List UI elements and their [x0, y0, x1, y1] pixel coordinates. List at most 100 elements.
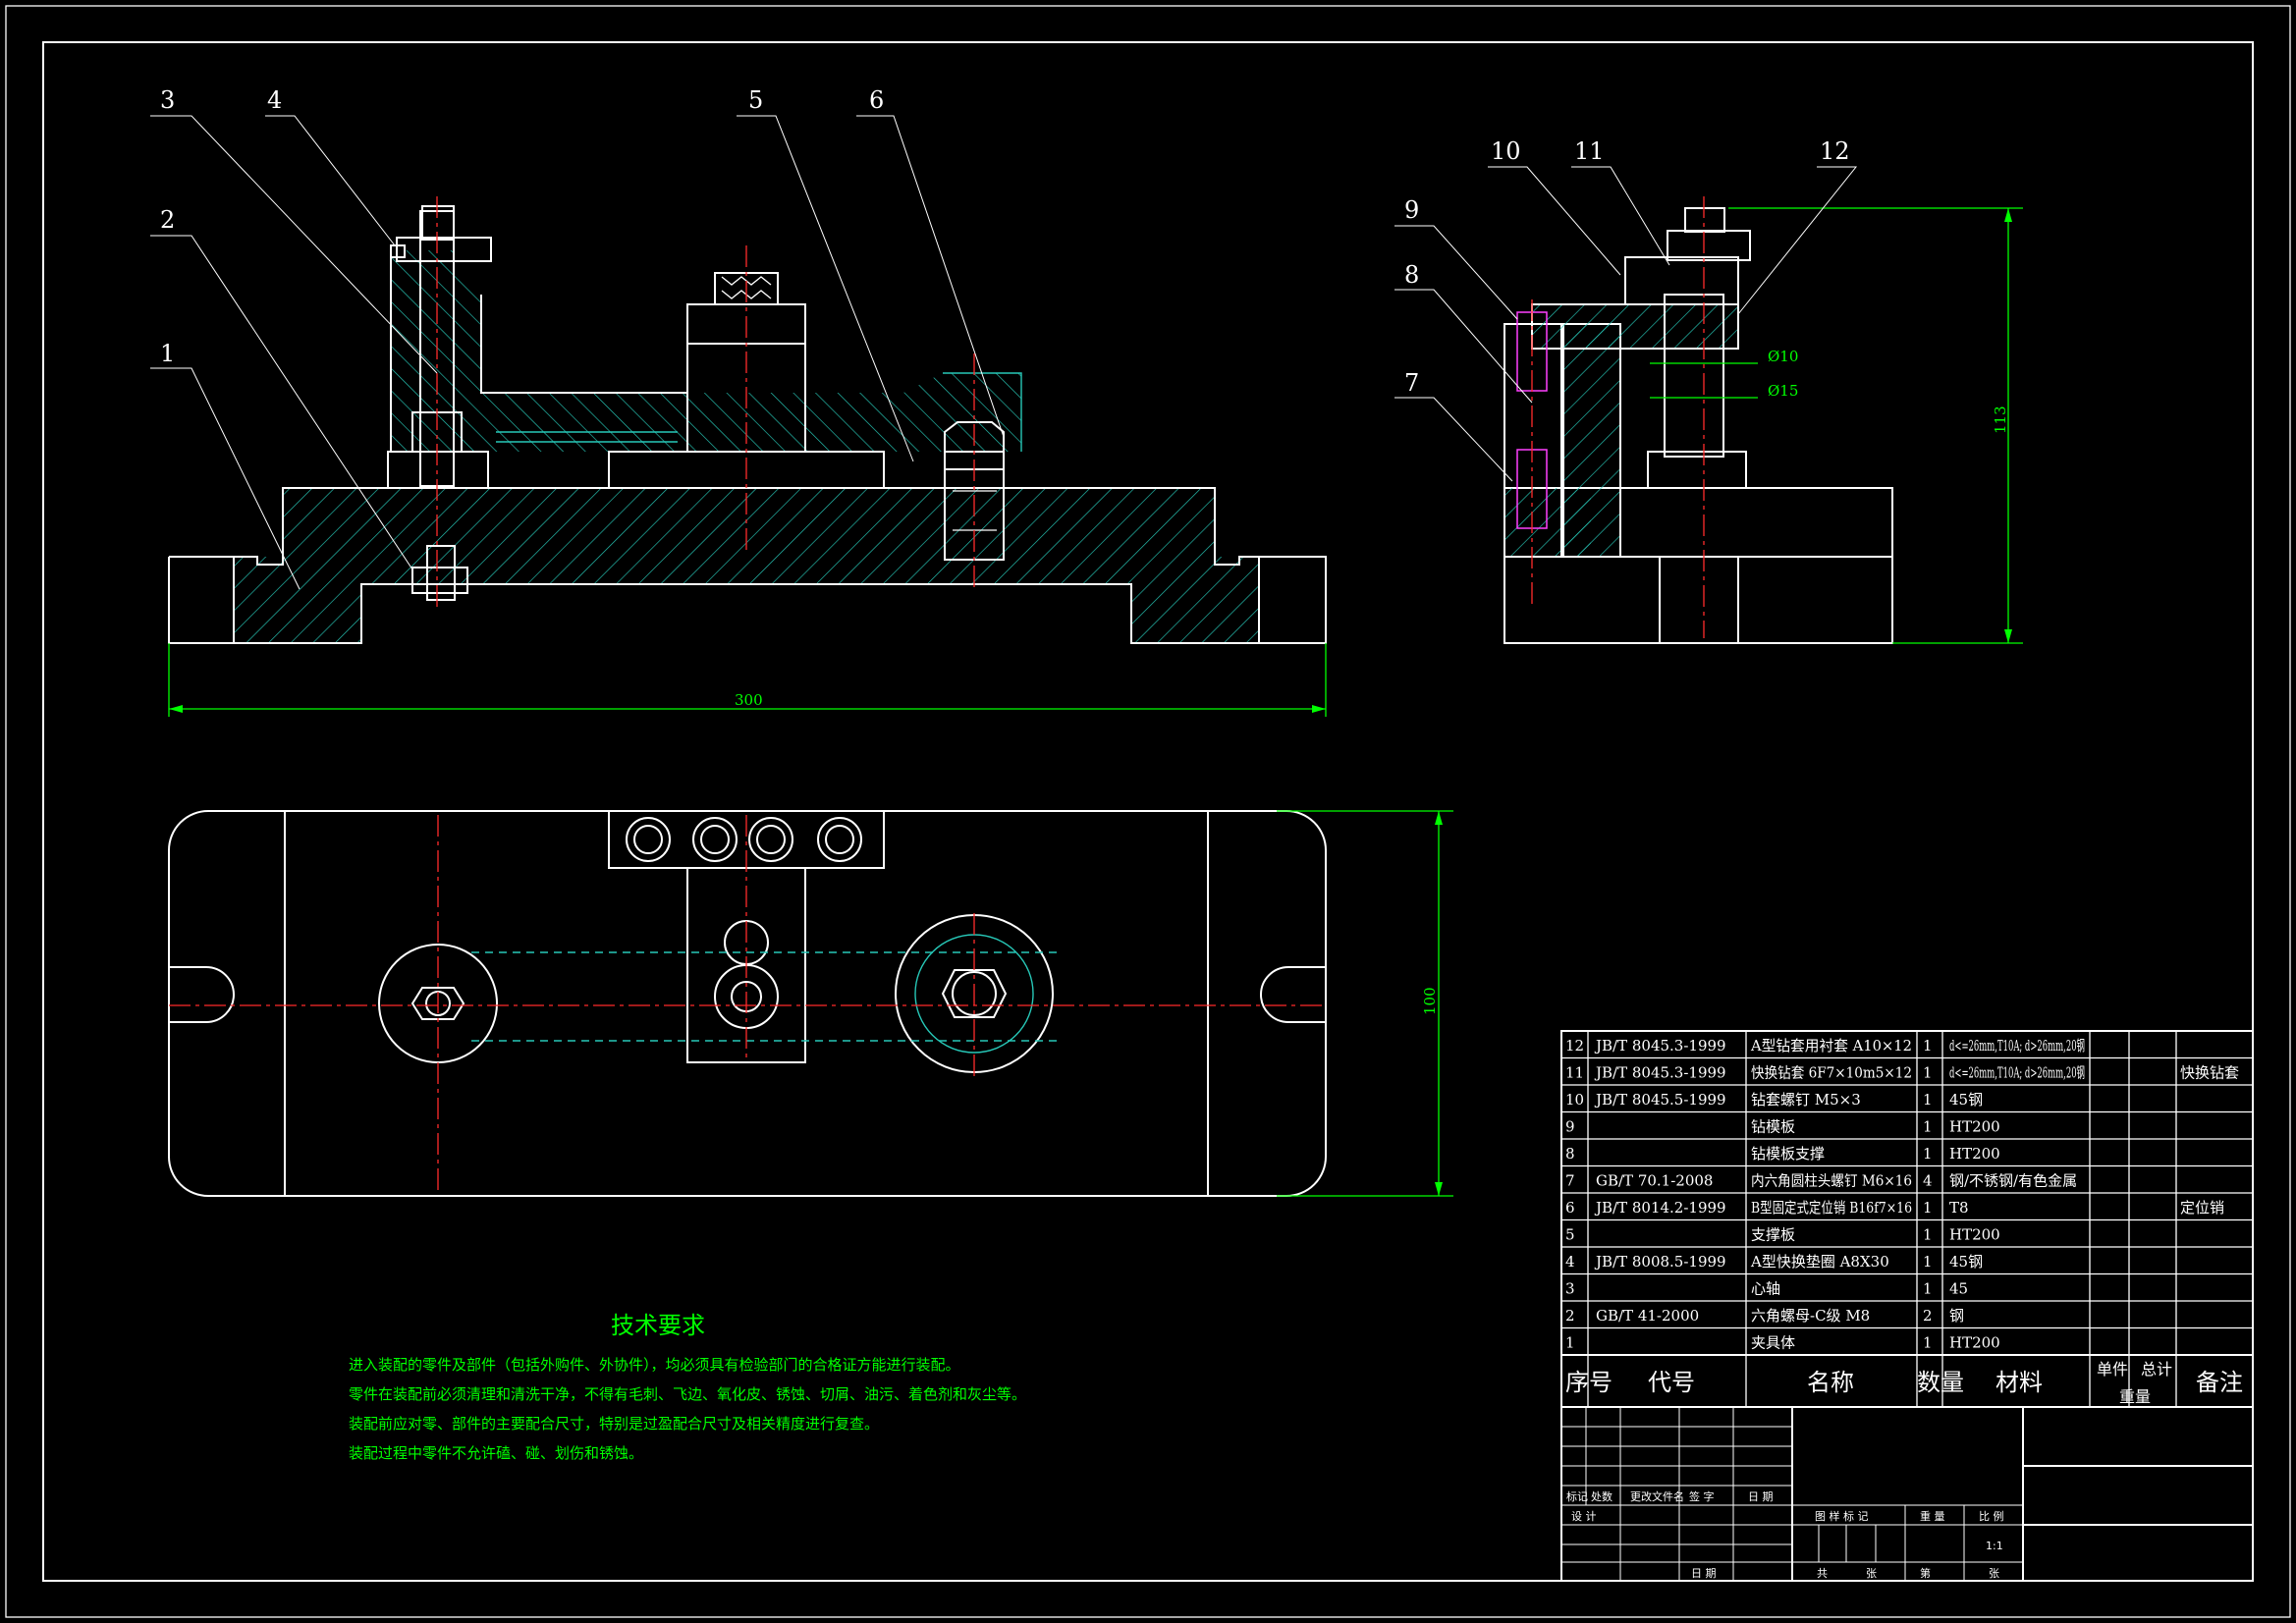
bom-cell-qty: 1 [1923, 1118, 1933, 1136]
bom-cell-material: 45钢 [1949, 1253, 1983, 1271]
bom-cell-code: JB/T 8014.2-1999 [1594, 1199, 1726, 1217]
bom-cell-qty: 1 [1923, 1199, 1933, 1217]
bom-cell-qty: 1 [1923, 1226, 1933, 1244]
bom-cell-code: JB/T 8045.5-1999 [1594, 1091, 1726, 1109]
bom-header-unit: 单件 [2097, 1360, 2128, 1379]
bom-cell-material: 钢/不锈钢/有色金属 [1949, 1172, 2077, 1190]
bom-cell-no: 11 [1565, 1064, 1584, 1082]
bom-cell-code: GB/T 41-2000 [1596, 1307, 1699, 1325]
tech-req-title: 技术要求 [611, 1312, 705, 1339]
balloon-5: 5 [748, 86, 763, 114]
bom-cell-remark: 定位销 [2180, 1199, 2224, 1217]
bom-cell-name: 钻模板 [1751, 1118, 1795, 1136]
rev-label-sign: 签 字 [1689, 1489, 1715, 1503]
bom-cell-material: HT200 [1949, 1226, 2000, 1244]
balloon-6: 6 [869, 86, 884, 114]
page-label: 第 [1920, 1566, 1931, 1580]
stage-label: 图 样 标 记 [1815, 1509, 1869, 1523]
outer-border [5, 5, 2291, 1618]
bom-cell-qty: 1 [1923, 1037, 1933, 1055]
bom-cell-material: d<=26mm,T10A; d>26mm,20钢 [1949, 1064, 2085, 1082]
bom-cell-qty: 1 [1923, 1253, 1933, 1271]
bom-cell-no: 8 [1565, 1145, 1575, 1163]
balloon-8: 8 [1404, 261, 1419, 289]
bom-cell-name: 钻模板支撑 [1751, 1145, 1825, 1163]
bom-header-name: 名称 [1807, 1369, 1854, 1396]
bom-cell-material: 45钢 [1949, 1091, 1983, 1109]
balloon-labels: 1 2 3 4 5 6 7 8 9 10 11 12 [160, 86, 1850, 397]
bom-cell-name: 支撑板 [1751, 1226, 1795, 1244]
tech-req-line-2: 零件在装配前必须清理和清洗干净，不得有毛刺、飞边、氧化皮、锈蚀、切屑、油污、着色… [349, 1385, 1026, 1403]
balloon-10: 10 [1491, 137, 1521, 165]
sheets-label: 共 [1817, 1567, 1828, 1580]
bom-cell-no: 3 [1565, 1280, 1575, 1298]
balloon-12: 12 [1820, 137, 1850, 165]
side-view: Ø10 Ø15 [1394, 166, 2023, 644]
tech-req-line-1: 进入装配的零件及部件（包括外购件、外协件），均必须具有检验部门的合格证方能进行装… [349, 1356, 960, 1374]
balloon-1: 1 [160, 340, 175, 367]
tech-req-line-4: 装配过程中零件不允许磕、碰、划伤和锈蚀。 [349, 1444, 643, 1462]
bom-cell-no: 9 [1565, 1118, 1575, 1136]
bom-cell-qty: 1 [1923, 1064, 1933, 1082]
bom-cell-no: 4 [1565, 1253, 1575, 1271]
bom-cell-code: JB/T 8045.3-1999 [1594, 1037, 1726, 1055]
bom-cell-no: 10 [1565, 1091, 1584, 1109]
bom-header-total: 总计 [2141, 1360, 2172, 1379]
bom-cell-qty: 4 [1923, 1172, 1933, 1190]
technical-requirements: 技术要求 进入装配的零件及部件（包括外购件、外协件），均必须具有检验部门的合格证… [349, 1312, 1026, 1462]
balloon-2: 2 [160, 206, 175, 234]
dim-d2: Ø15 [1768, 382, 1798, 400]
bom-cell-code: JB/T 8045.3-1999 [1594, 1064, 1726, 1082]
top-view [168, 810, 1453, 1197]
bom-cell-material: 45 [1949, 1280, 1968, 1298]
bom-cell-qty: 1 [1923, 1334, 1933, 1352]
balloon-4: 4 [267, 86, 282, 114]
scale-value: 1:1 [1986, 1540, 2003, 1552]
bom-cell-name: 心轴 [1751, 1280, 1780, 1298]
design-label: 设 计 [1571, 1510, 1597, 1523]
date-label: 日 期 [1691, 1567, 1717, 1580]
bom-cell-no: 6 [1565, 1199, 1575, 1217]
rev-label-doc: 更改文件名 [1630, 1489, 1684, 1503]
bom-cell-code: JB/T 8008.5-1999 [1594, 1253, 1726, 1271]
bom-cell-no: 2 [1565, 1307, 1575, 1325]
bom-cell-material: HT200 [1949, 1334, 2000, 1352]
bom-cell-no: 7 [1565, 1172, 1575, 1190]
bom-header-remark: 备注 [2196, 1369, 2243, 1396]
balloon-7: 7 [1404, 369, 1419, 397]
bom-cell-name: 内六角圆柱头螺钉 M6×16 [1751, 1172, 1912, 1190]
bom-cell-name: 六角螺母-C级 M8 [1751, 1307, 1870, 1325]
inner-border [42, 41, 2254, 1582]
dim-depth: 100 [1421, 987, 1439, 1015]
bom-cell-code: GB/T 70.1-2008 [1596, 1172, 1713, 1190]
bom-header-qty: 数量 [1917, 1369, 1964, 1396]
front-view [150, 115, 1327, 717]
rev-label-mark: 标记 [1566, 1489, 1588, 1503]
balloon-9: 9 [1404, 196, 1419, 224]
dim-width: 300 [735, 691, 763, 709]
bom-cell-no: 12 [1565, 1037, 1584, 1055]
rev-label-count: 处数 [1591, 1490, 1613, 1503]
bom-cell-material: T8 [1949, 1199, 1969, 1217]
bom-header-weight: 重量 [2119, 1387, 2151, 1406]
bom-cell-qty: 1 [1923, 1091, 1933, 1109]
bom-cell-material: d<=26mm,T10A; d>26mm,20钢 [1949, 1037, 2085, 1055]
bom-cell-name: A型钻套用衬套 A10×12 [1750, 1037, 1912, 1055]
bom-cell-qty: 1 [1923, 1145, 1933, 1163]
bom-cell-name: 快换钻套 6F7×10m5×12 [1751, 1064, 1912, 1082]
scale-label: 比 例 [1979, 1509, 2004, 1523]
bom-header-material: 材料 [1995, 1369, 2043, 1396]
tech-req-line-3: 装配前应对零、部件的主要配合尺寸，特别是过盈配合尺寸及相关精度进行复查。 [349, 1415, 879, 1433]
weight-label: 重 量 [1920, 1509, 1945, 1523]
bom-cell-no: 5 [1565, 1226, 1575, 1244]
balloon-11: 11 [1574, 137, 1605, 165]
bom-cell-material: HT200 [1949, 1118, 2000, 1136]
bom-cell-no: 1 [1565, 1334, 1575, 1352]
page-unit: 张 [1989, 1567, 1999, 1580]
bom-cell-name: A型快换垫圈 A8X30 [1750, 1253, 1889, 1271]
title-block: 标记 处数 更改文件名 签 字 日 期 设 计 日 期 图 样 标 记 重 量 … [1560, 1406, 2254, 1582]
dim-d1: Ø10 [1768, 348, 1798, 365]
bom-cell-remark: 快换钻套 [2180, 1064, 2239, 1082]
